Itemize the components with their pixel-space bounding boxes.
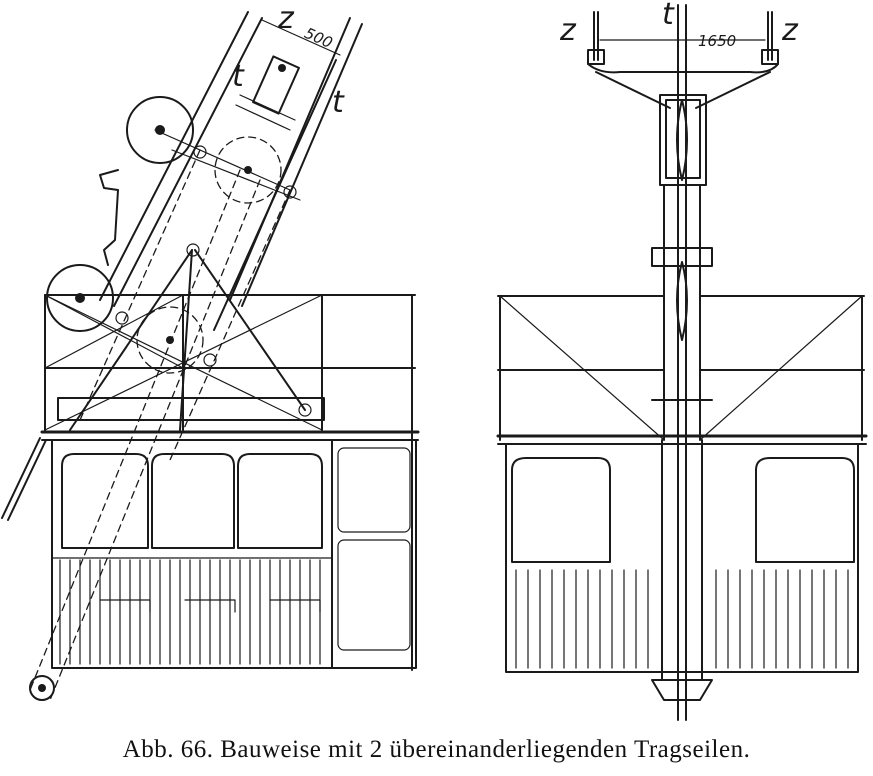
front-dimension-1650-label: 1650 [698, 32, 736, 50]
side-label-z: z [277, 1, 295, 36]
figure-caption: Abb. 66. Bauweise mit 2 übereinanderlieg… [122, 736, 751, 763]
front-label-t: t [662, 0, 675, 32]
side-label-t-outer: t [332, 85, 345, 120]
technical-drawing: z t t 500 [1, 0, 868, 721]
front-label-z-left: z [559, 13, 577, 48]
front-view: z t z 1650 [496, 0, 868, 721]
side-dimension-500-label: 500 [302, 24, 335, 52]
front-label-z-right: z [781, 13, 799, 48]
side-suspension-truss [69, 243, 312, 431]
side-trolley [99, 55, 300, 266]
side-car-body [1, 397, 420, 701]
side-view: z t t 500 [1, 1, 420, 701]
front-car-body [496, 434, 868, 673]
front-railing [497, 295, 865, 441]
side-dimension-500 [261, 19, 341, 56]
front-hanger [651, 4, 713, 721]
side-railing [44, 294, 416, 671]
side-label-t-inner: t [232, 59, 245, 94]
side-car-planking [59, 559, 321, 665]
front-cross-bar [587, 11, 779, 109]
front-car-planking [515, 569, 849, 669]
